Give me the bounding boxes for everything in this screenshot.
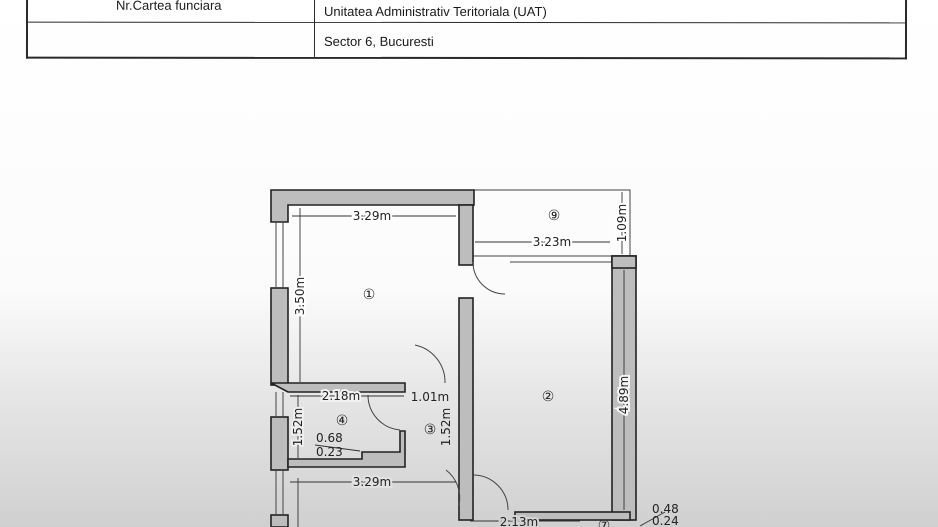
room-9-label: ⑨ <box>548 208 561 224</box>
wall-bottom <box>514 511 631 521</box>
door-arc <box>472 261 506 295</box>
dim-corner-a: 0.48 <box>652 502 679 516</box>
room-3-label: ③ <box>424 422 437 438</box>
wall-room4-bottom <box>287 430 406 468</box>
dim-door-width: 1.01m <box>411 390 449 404</box>
dim-room2-height: 4.89m <box>617 376 631 414</box>
door-arc <box>414 344 446 384</box>
door-arc <box>472 474 509 511</box>
dim-room1-width: 3.29m <box>353 209 391 223</box>
dim-room3-height: 1.52m <box>439 408 453 446</box>
dim-niche-a: 0.68 <box>316 431 343 445</box>
dim-room4-width: 2.18m <box>322 389 360 403</box>
wall-top-left <box>270 189 475 223</box>
dim-niche-b: 0.23 <box>316 445 343 459</box>
room-7-label: ⑦ <box>598 518 611 527</box>
dim-room9-width: 3.23m <box>533 235 571 249</box>
dim-bottom-width: 2.13m <box>500 515 538 527</box>
wall-left-room1 <box>270 287 289 386</box>
dim-room4-height: 1.52m <box>291 408 305 446</box>
wall-room1-room4 <box>270 382 406 393</box>
wall-left-bottom <box>270 514 289 527</box>
wall-left-room4 <box>270 416 289 471</box>
wall-middle-lower <box>458 297 474 521</box>
room-1-label: ① <box>363 287 376 303</box>
dim-room9-depth: 1.09m <box>615 204 629 242</box>
room-2-label: ② <box>542 389 555 405</box>
wall-middle-upper <box>458 204 474 266</box>
dim-corner-b: 0.24 <box>652 514 679 527</box>
wall-window-sill <box>611 255 637 269</box>
door-arc <box>445 469 461 506</box>
dim-hall-width: 3.29m <box>353 475 391 489</box>
room-4-label: ④ <box>336 413 349 429</box>
door-arc <box>367 394 401 431</box>
dim-room1-height: 3.50m <box>293 277 307 315</box>
